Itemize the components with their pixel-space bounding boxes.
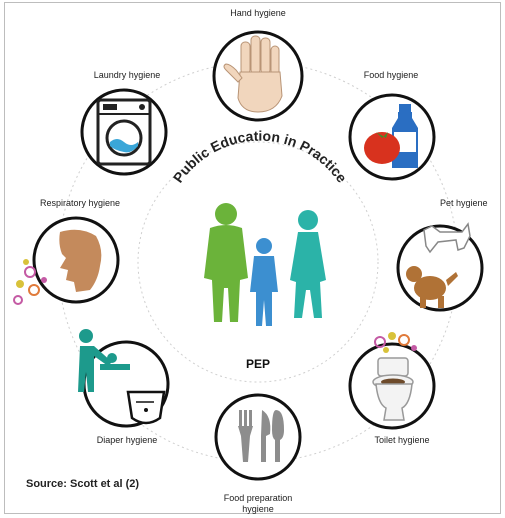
label-hand-hygiene: Hand hygiene [213,8,303,18]
label-diaper-hygiene: Diaper hygiene [82,435,172,445]
label-food-preparation-hygiene: Food preparation hygiene [213,493,303,515]
label-food-hygiene: Food hygiene [346,70,436,80]
label-laundry-hygiene: Laundry hygiene [82,70,172,80]
washing-machine-icon [98,100,150,164]
source-citation: Source: Scott et al (2) [26,478,139,490]
family-icon [204,203,326,326]
center-acronym: PEP [238,357,278,371]
label-toilet-hygiene: Toilet hygiene [357,435,447,445]
label-pet-hygiene: Pet hygiene [440,198,500,208]
label-respiratory-hygiene: Respiratory hygiene [30,198,130,208]
center-title: Public Education in Practice [170,128,351,186]
food-prep-circle [216,395,300,479]
